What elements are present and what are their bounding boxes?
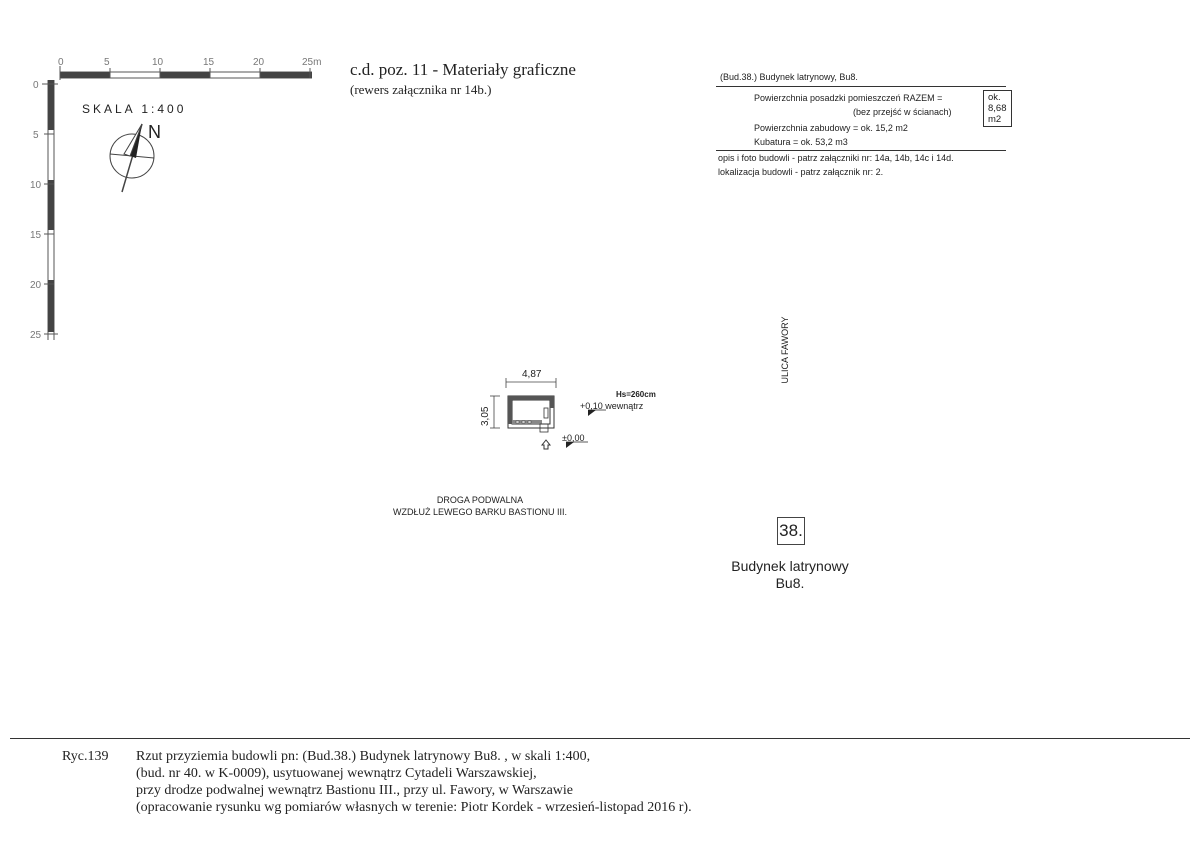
road-label: DROGA PODWALNA WZDŁUŻ LEWEGO BARKU BASTI… bbox=[340, 494, 620, 518]
h-tick-0: 0 bbox=[58, 57, 64, 68]
h-tick-25: 25m bbox=[302, 57, 321, 68]
caption-label: Ryc.139 bbox=[62, 749, 109, 764]
v-tick-10: 10 bbox=[30, 180, 42, 191]
building-name: Budynek latrynowy Bu8. bbox=[700, 558, 880, 592]
footer-divider bbox=[10, 738, 1190, 739]
north-arrow-icon: N bbox=[109, 122, 161, 193]
info-location-reference: lokalizacja budowli - patrz załącznik nr… bbox=[718, 167, 884, 177]
floor-plan: 4,87 3,05 Hs=260cm +0,10 wewnątrz ±0,00 bbox=[480, 369, 656, 450]
horizontal-scale-bar: 0 5 10 15 20 25m bbox=[58, 57, 321, 80]
info-volume: Kubatura = ok. 53,2 m3 bbox=[754, 137, 848, 147]
street-label-area: ULICA FAWORY bbox=[745, 300, 825, 400]
header-title: c.d. poz. 11 - Materiały graficzne bbox=[350, 60, 576, 79]
north-label: N bbox=[148, 122, 161, 142]
building-name-line2: Bu8. bbox=[775, 575, 805, 591]
scale-label: SKALA 1:400 bbox=[82, 102, 187, 116]
h-tick-15: 15 bbox=[203, 57, 215, 68]
caption-line-1: Rzut przyziemia budowli pn: (Bud.38.) Bu… bbox=[136, 749, 591, 764]
plan-level-zero: ±0,00 bbox=[562, 433, 584, 443]
v-tick-0: 0 bbox=[33, 80, 39, 91]
caption-line-4: (opracowanie rysunku wg pomiarów własnyc… bbox=[136, 800, 692, 815]
building-name-line1: Budynek latrynowy bbox=[731, 558, 849, 574]
v-tick-25: 25 bbox=[30, 330, 42, 341]
h-tick-10: 10 bbox=[152, 57, 164, 68]
plan-level-inside: +0,10 wewnątrz bbox=[580, 401, 644, 411]
header-subtitle: (rewers załącznika nr 14b.) bbox=[350, 82, 492, 97]
road-label-line1: DROGA PODWALNA bbox=[436, 495, 524, 505]
info-floor-area-value: ok. 8,68 m2 bbox=[983, 90, 1012, 127]
plan-width-dimension: 4,87 bbox=[522, 369, 542, 380]
v-tick-20: 20 bbox=[30, 280, 42, 291]
info-built-area: Powierzchnia zabudowy = ok. 15,2 m2 bbox=[754, 123, 908, 133]
plan-height: Hs=260cm bbox=[616, 390, 656, 399]
street-label: ULICA FAWORY bbox=[780, 316, 790, 384]
info-building: (Bud.38.) Budynek latrynowy, Bu8. bbox=[720, 72, 858, 82]
caption-line-3: przy drodze podwalnej wewnątrz Bastionu … bbox=[136, 783, 574, 798]
road-label-line2: WZDŁUŻ LEWEGO BARKU BASTIONU III. bbox=[392, 507, 568, 517]
v-tick-5: 5 bbox=[33, 130, 39, 141]
v-tick-15: 15 bbox=[30, 230, 42, 241]
info-floor-area-note: (bez przejść w ścianach) bbox=[853, 107, 952, 117]
caption-line-2: (bud. nr 40. w K-0009), usytuowanej wewn… bbox=[136, 766, 537, 781]
building-number-box: 38. bbox=[777, 517, 805, 545]
plan-depth-dimension: 3,05 bbox=[480, 406, 491, 426]
h-tick-5: 5 bbox=[104, 57, 110, 68]
info-floor-area-label: Powierzchnia posadzki pomieszczeń RAZEM … bbox=[754, 93, 943, 103]
h-tick-20: 20 bbox=[253, 57, 265, 68]
info-description-reference: opis i foto budowli - patrz załączniki n… bbox=[718, 153, 954, 163]
vertical-scale-bar: 0 5 10 15 20 25 bbox=[30, 80, 58, 341]
